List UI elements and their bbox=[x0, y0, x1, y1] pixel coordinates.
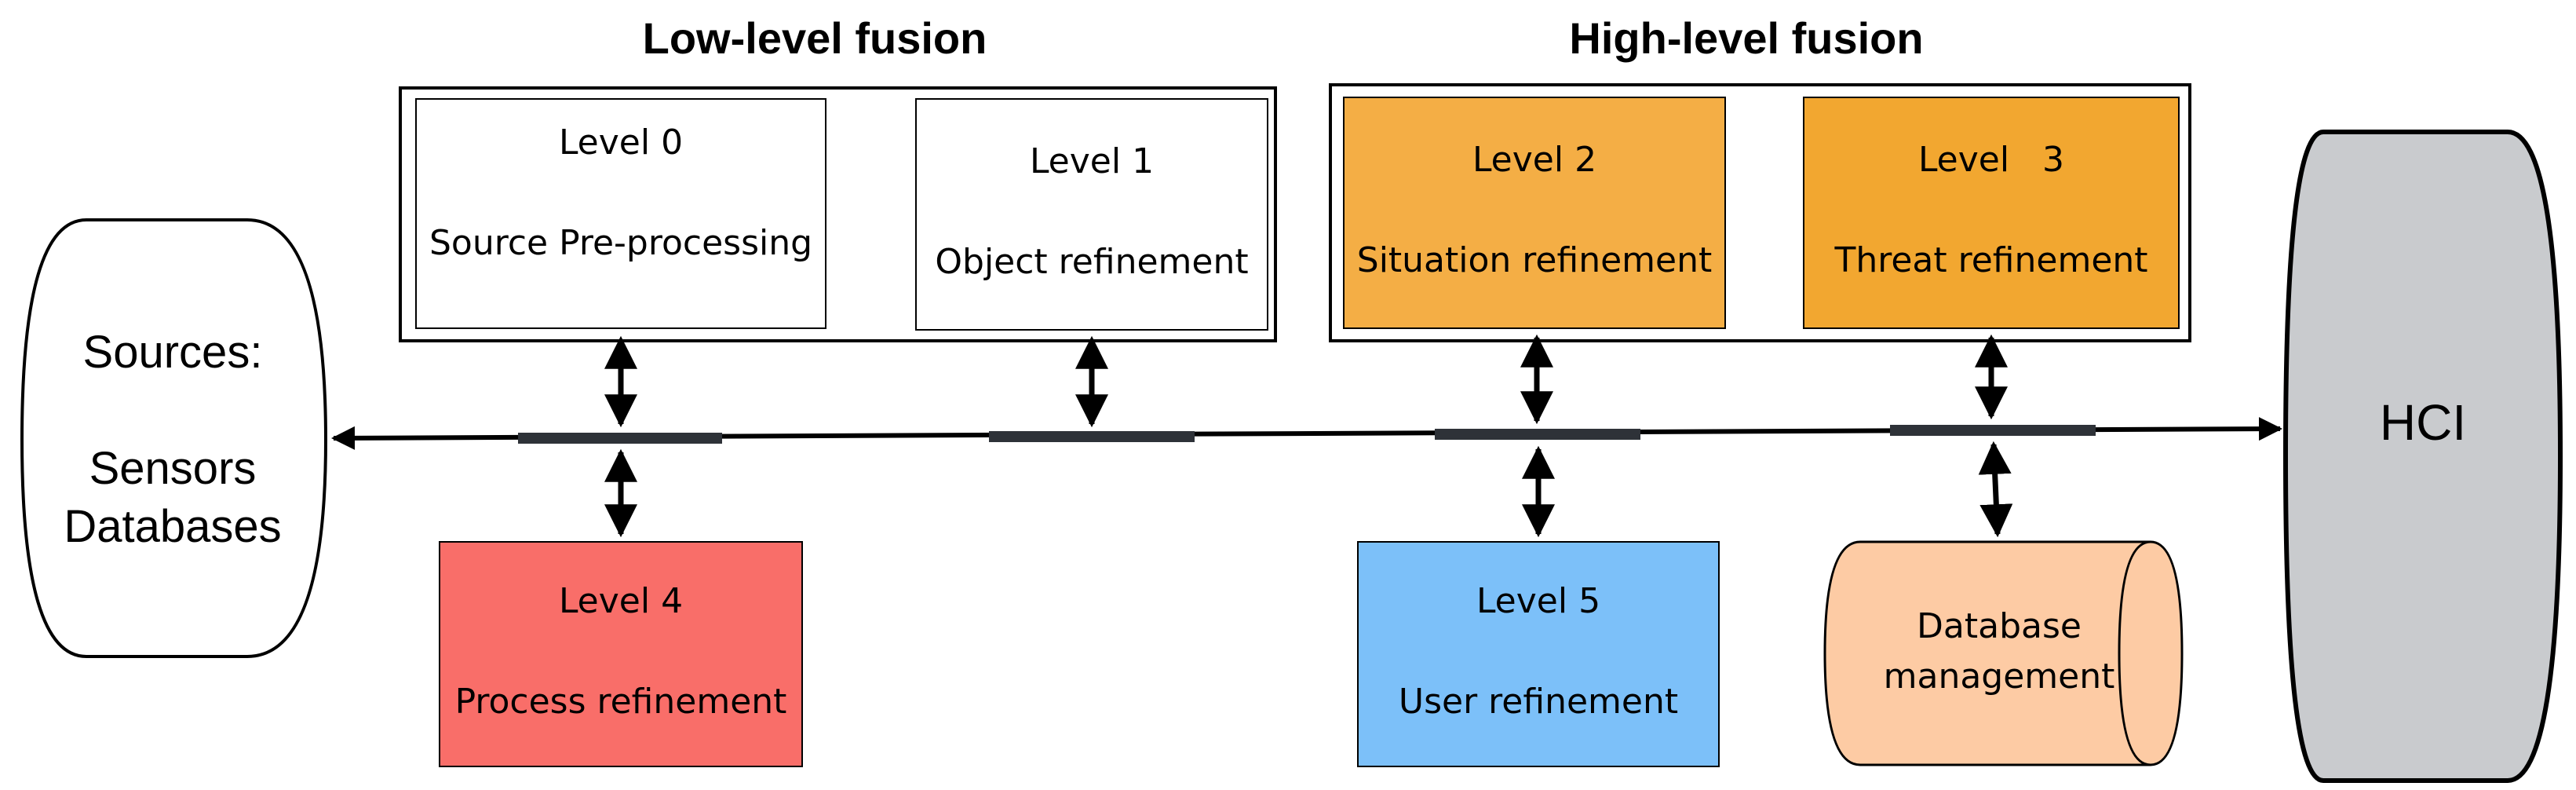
level-2-label: Level 2 bbox=[1472, 140, 1596, 180]
low-level-fusion-heading: Low-level fusion bbox=[643, 13, 987, 63]
level-1-label: Level 1 bbox=[1030, 141, 1154, 181]
sources-title: Sources: bbox=[83, 327, 263, 378]
bus-segment bbox=[1435, 429, 1640, 440]
level-2-name: Situation refinement bbox=[1357, 240, 1712, 280]
level-0-box: Level 0 Source Pre-processing bbox=[415, 98, 826, 329]
level-4-box: Level 4 Process refinement bbox=[439, 541, 803, 767]
database-label-line1: Database bbox=[1917, 606, 2082, 646]
sources-node: Sources: Sensors Databases bbox=[20, 218, 328, 658]
level-1-box: Level 1 Object refinement bbox=[915, 98, 1268, 331]
bus-segment bbox=[1890, 425, 2096, 436]
high-level-group-frame bbox=[1329, 83, 2191, 342]
bus-segment bbox=[989, 431, 1195, 442]
level-3-box: Level 3 Threat refinement bbox=[1803, 97, 2180, 329]
level-3-name: Threat refinement bbox=[1833, 240, 2147, 280]
level-0-label: Level 0 bbox=[559, 123, 683, 163]
hci-node: HCI bbox=[2282, 130, 2563, 783]
level-5-box: Level 5 User refinement bbox=[1357, 541, 1720, 767]
level-4-name: Process refinement bbox=[455, 682, 787, 722]
database-label-line2: management bbox=[1884, 657, 2115, 697]
high-level-fusion-heading: High-level fusion bbox=[1569, 13, 1923, 63]
level-4-label: Level 4 bbox=[559, 581, 683, 621]
level-5-label: Level 5 bbox=[1476, 581, 1600, 621]
level-1-name: Object refinement bbox=[935, 242, 1248, 282]
sources-databases: Databases bbox=[64, 501, 281, 552]
level-5-name: User refinement bbox=[1399, 682, 1678, 722]
bus-segment bbox=[518, 433, 722, 444]
level-3-label: Level 3 bbox=[1918, 140, 2064, 180]
sources-sensors: Sensors bbox=[89, 443, 257, 494]
hci-label: HCI bbox=[2380, 394, 2466, 451]
level-2-box: Level 2 Situation refinement bbox=[1343, 97, 1726, 329]
database-management-node: Database management bbox=[1823, 540, 2184, 766]
double-arrow-database bbox=[1978, 441, 2013, 538]
level-0-name: Source Pre-processing bbox=[429, 223, 812, 263]
low-level-group-frame bbox=[399, 86, 1277, 342]
